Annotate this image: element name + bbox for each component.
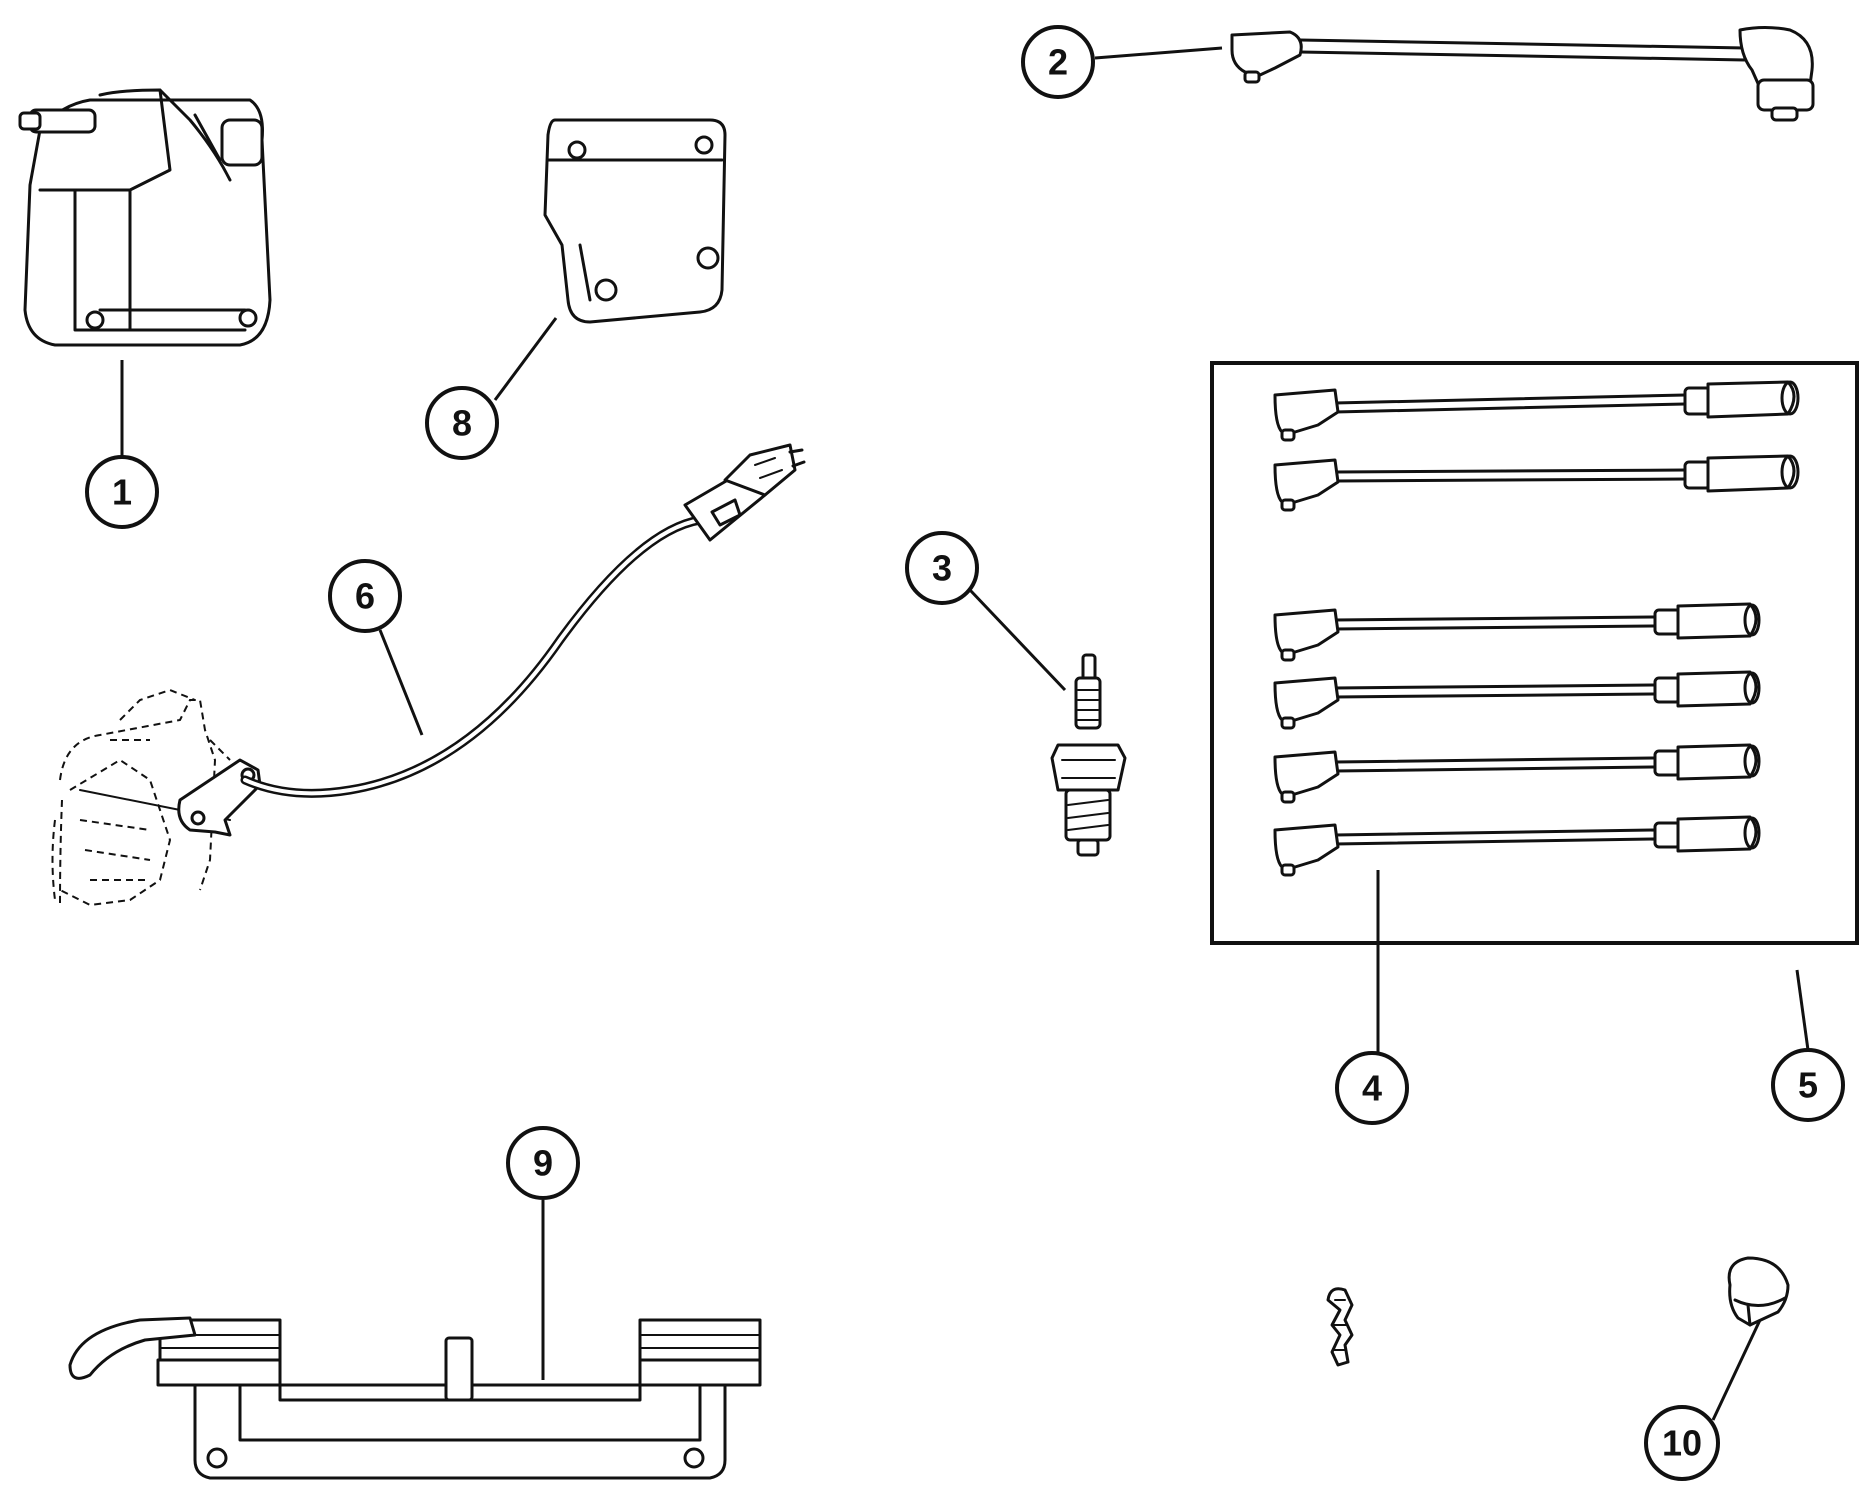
callout-4-label: 4 [1362,1068,1382,1109]
wire-loom-bracket [68,1316,762,1480]
callout-2: 2 [1021,25,1095,99]
coil-wire [1230,26,1815,122]
callout-3-label: 3 [932,548,952,589]
callout-9-label: 9 [533,1143,553,1184]
leader-line-2 [1094,46,1223,60]
spark-plug-wire [1273,380,1800,442]
leader-line-8 [493,317,558,401]
callout-10-label: 10 [1662,1423,1702,1464]
callout-5-label: 5 [1798,1065,1818,1106]
spark-plug [1050,653,1127,857]
wire-clip [1326,1287,1354,1367]
ignition-coil [18,88,272,347]
callout-8-label: 8 [452,403,472,444]
leader-line-10 [1711,1319,1762,1421]
coil-bracket [543,118,727,324]
crankshaft-position-sensor [51,443,806,907]
spark-plug-wire [1273,815,1761,877]
callout-8: 8 [425,386,499,460]
callout-4: 4 [1335,1051,1409,1125]
callout-10: 10 [1644,1405,1720,1481]
callout-6: 6 [328,559,402,633]
leader-line-6 [378,629,424,736]
callout-2-label: 2 [1048,42,1068,83]
leader-line-3 [968,588,1067,692]
spark-plug-wire [1273,454,1800,512]
leader-line-5 [1795,969,1810,1051]
spark-plug-wire-set [1210,361,1859,945]
callout-1: 1 [85,455,159,529]
callout-5: 5 [1771,1048,1845,1122]
nut [1727,1256,1790,1327]
spark-plug-wire [1273,670,1761,730]
callout-6-label: 6 [355,576,375,617]
callout-3: 3 [905,531,979,605]
callout-9: 9 [506,1126,580,1200]
spark-plug-wire [1273,743,1761,804]
spark-plug-wire [1273,602,1761,662]
callout-1-label: 1 [112,472,132,513]
